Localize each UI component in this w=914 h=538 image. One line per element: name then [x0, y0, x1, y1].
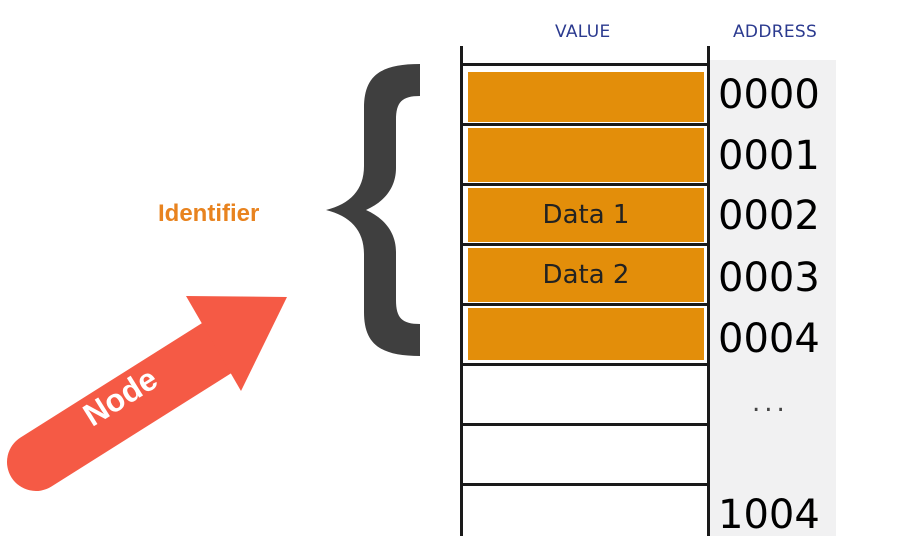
address-label: 0000: [718, 72, 820, 118]
row-divider: [461, 63, 709, 66]
address-label-last: 1004: [718, 492, 820, 538]
row-divider: [461, 483, 709, 486]
row-divider: [461, 363, 709, 366]
identifier-label: Identifier: [158, 200, 260, 227]
address-column-header: ADDRESS: [733, 22, 818, 42]
address-label: 0003: [718, 255, 820, 301]
curly-brace-icon: [326, 64, 420, 356]
memory-cell: [468, 308, 704, 360]
address-label: 0002: [718, 193, 820, 239]
row-divider: [461, 303, 709, 306]
address-column: [709, 60, 836, 536]
memory-cell-data-1: Data 1: [468, 188, 704, 242]
row-divider: [461, 183, 709, 186]
ellipsis: ...: [752, 388, 789, 418]
memory-cell: [468, 128, 704, 182]
row-divider: [461, 243, 709, 246]
row-divider: [461, 423, 709, 426]
table-right-border: [707, 46, 710, 536]
memory-cell: [468, 72, 704, 122]
memory-cell-data-2: Data 2: [468, 248, 704, 302]
value-column-header: VALUE: [555, 22, 611, 42]
row-divider: [461, 123, 709, 126]
node-arrow-icon: Node: [7, 296, 287, 491]
table-left-border: [460, 46, 463, 536]
address-label: 0004: [718, 316, 820, 362]
address-label: 0001: [718, 133, 820, 179]
